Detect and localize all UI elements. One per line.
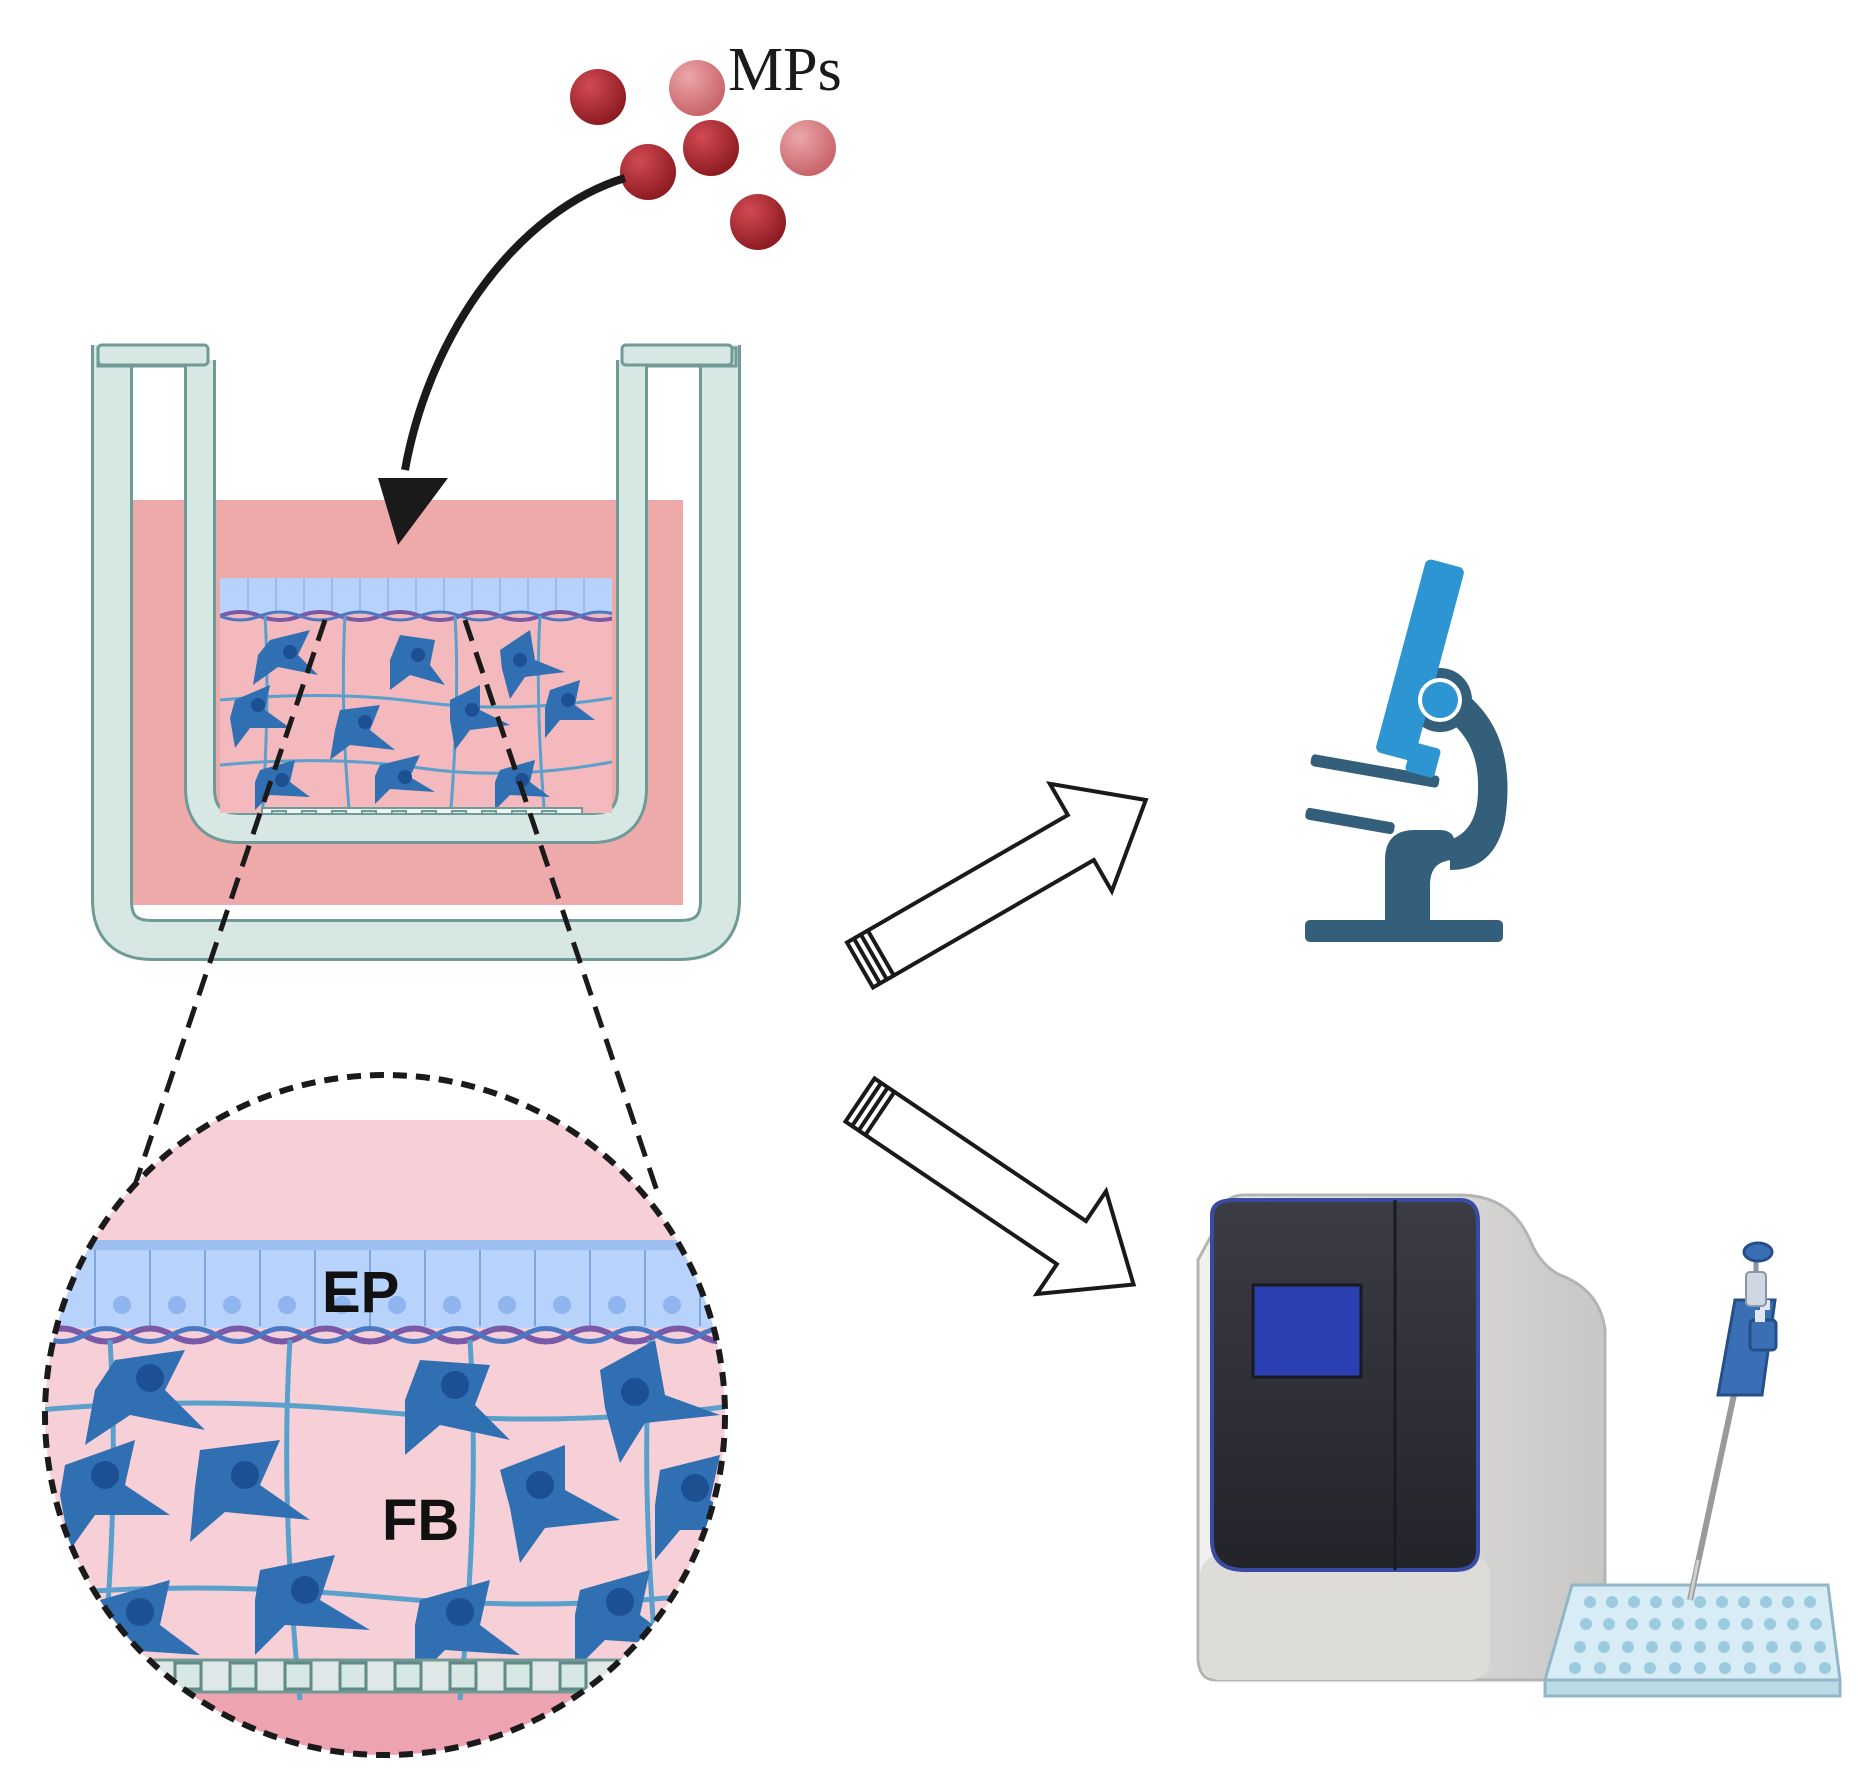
particle (570, 69, 626, 125)
well-plate-icon (1543, 1583, 1842, 1698)
particle (730, 194, 786, 250)
zoom-fibroblasts (60, 1340, 725, 1680)
particle (620, 144, 676, 200)
arrow-to-microscope (844, 781, 1149, 991)
addition-arrow (378, 174, 627, 545)
microscope-icon (1305, 559, 1508, 942)
pcr-instrument-icon (1196, 1193, 1607, 1682)
mps-label: MPs (728, 36, 842, 104)
instrument-screen (1251, 1283, 1363, 1379)
zoom-epithelium (45, 1248, 725, 1328)
transwell-insert (91, 343, 741, 961)
insert-rim-right (620, 343, 734, 367)
particle (669, 60, 725, 116)
particle (780, 120, 836, 176)
arrow-to-analyzer (842, 1075, 1137, 1297)
pipette-icon (1687, 1241, 1778, 1601)
insert-rim-left (96, 343, 210, 367)
zoom-outline (42, 1072, 728, 1758)
zoom-membrane (45, 1658, 725, 1694)
zoom-inset (42, 1072, 728, 1758)
ep-label: EP (322, 1260, 399, 1325)
microparticles-cluster (570, 60, 836, 250)
fb-label: FB (382, 1488, 459, 1553)
particle (683, 120, 739, 176)
